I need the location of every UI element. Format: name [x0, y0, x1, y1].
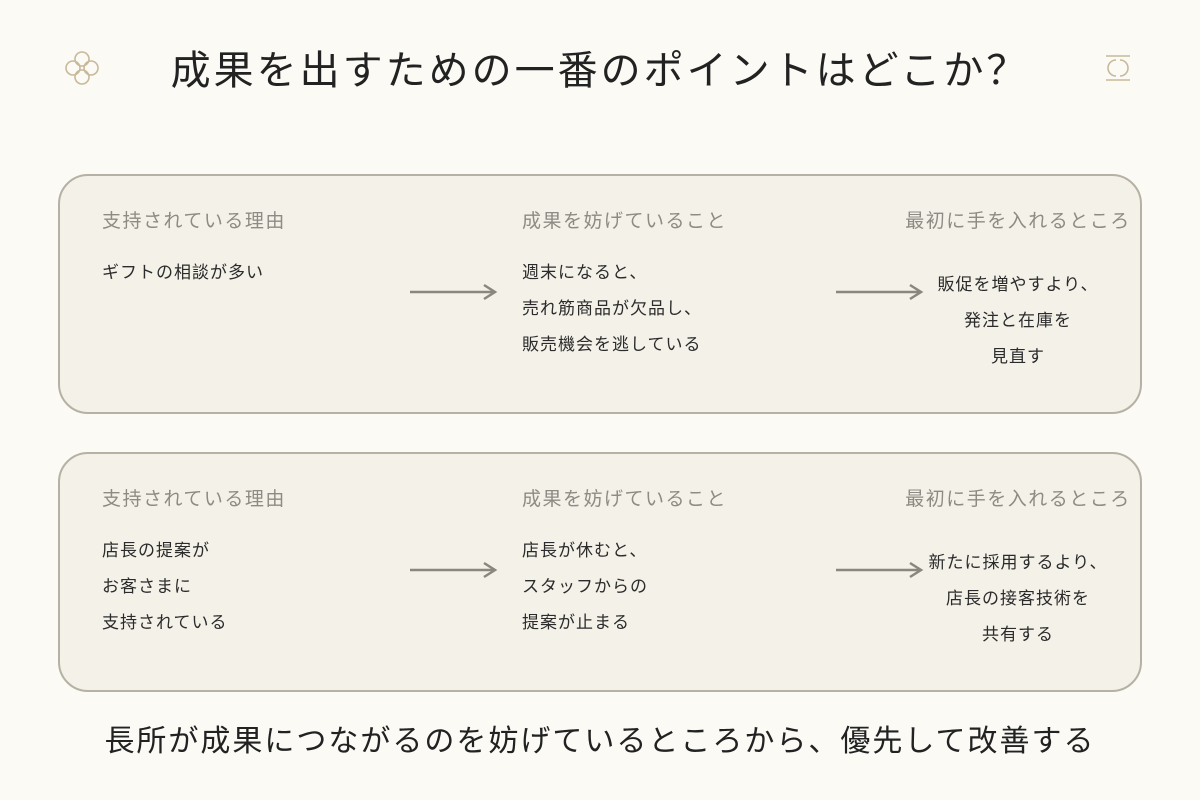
obstacle-text-line: 店長が休むと、 [522, 541, 648, 561]
first-step-text-line: 販促を増やすより、 [937, 275, 1099, 295]
obstacle-column: 成果を妨げていること 店長が休むと、 スタッフからの 提案が止まる [522, 484, 842, 641]
reason-text-line: 店長の提案が [102, 541, 210, 561]
obstacle-text-line: スタッフからの [522, 577, 648, 597]
reason-text-line: ギフトの相談が多い [102, 263, 264, 283]
obstacle-text-line: 週末になると、 [522, 263, 648, 283]
reason-column: 支持されている理由 ギフトの相談が多い [102, 206, 402, 291]
first-step-text-line: 見直す [991, 347, 1045, 367]
page-title: 成果を出すための一番のポイントはどこか？ [170, 48, 1030, 94]
analysis-card-2: 支持されている理由 店長の提案が お客さまに 支持されている 成果を妨げているこ… [58, 452, 1142, 692]
first-step-text-line: 店長の接客技術を [946, 589, 1090, 609]
first-step-column: 最初に手を入れるところ 販促を増やすより、 発注と在庫を 見直す [896, 206, 1140, 375]
first-step-column: 最初に手を入れるところ 新たに採用するより、 店長の接客技術を 共有する [896, 484, 1140, 653]
obstacle-column: 成果を妨げていること 週末になると、 売れ筋商品が欠品し、 販売機会を逃している [522, 206, 842, 363]
conclusion-text: 長所が成果につながるのを妨げているところから、優先して改善する [104, 724, 1096, 759]
first-step-text-line: 共有する [982, 625, 1054, 645]
first-step-heading: 最初に手を入れるところ [905, 210, 1131, 232]
obstacle-text-line: 売れ筋商品が欠品し、 [522, 299, 702, 319]
interlocked-c-icon [1100, 50, 1136, 90]
reason-column: 支持されている理由 店長の提案が お客さまに 支持されている [102, 484, 402, 641]
right-arrow-icon [410, 561, 498, 579]
right-arrow-icon [836, 561, 924, 579]
first-step-text-line: 新たに採用するより、 [928, 553, 1108, 573]
obstacle-heading: 成果を妨げていること [522, 488, 728, 510]
first-step-text-line: 発注と在庫を [964, 311, 1072, 331]
analysis-card-1: 支持されている理由 ギフトの相談が多い 成果を妨げていること 週末になると、 売… [58, 174, 1142, 414]
first-step-heading: 最初に手を入れるところ [905, 488, 1131, 510]
right-arrow-icon [410, 283, 498, 301]
four-circle-flower-icon [64, 50, 100, 90]
reason-heading: 支持されている理由 [102, 488, 286, 510]
obstacle-text-line: 提案が止まる [522, 613, 630, 633]
obstacle-text-line: 販売機会を逃している [522, 335, 702, 355]
reason-text-line: 支持されている [102, 613, 228, 633]
reason-text-line: お客さまに [102, 577, 192, 597]
obstacle-heading: 成果を妨げていること [522, 210, 728, 232]
reason-heading: 支持されている理由 [102, 210, 286, 232]
right-arrow-icon [836, 283, 924, 301]
